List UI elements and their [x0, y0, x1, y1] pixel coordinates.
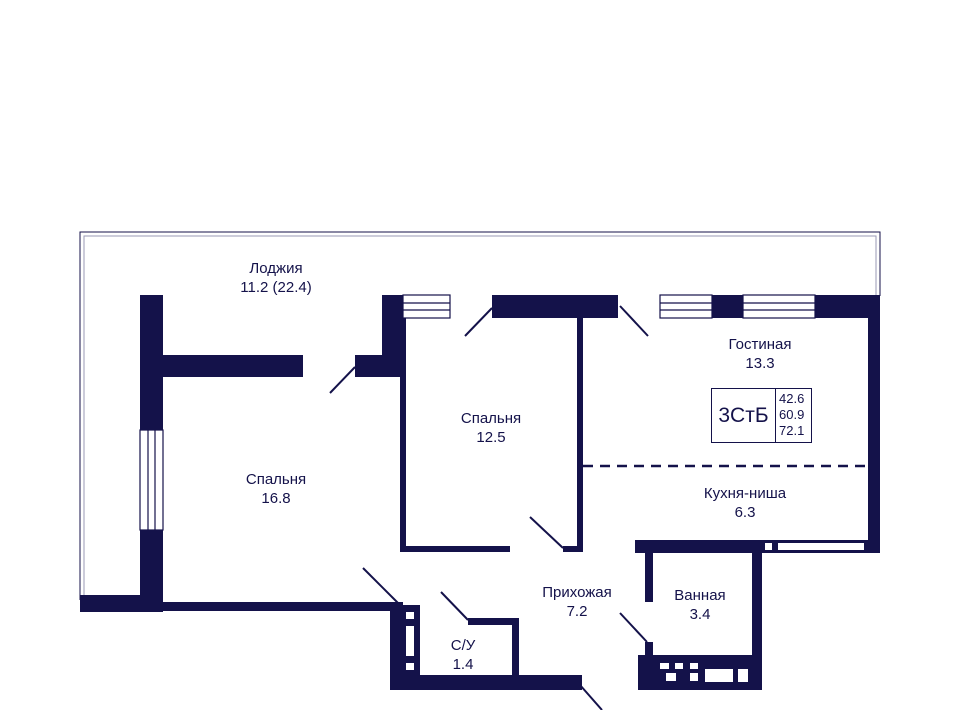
- room-kitchen: Кухня-ниша 6.3: [704, 484, 786, 522]
- room-area: 6.3: [734, 504, 756, 521]
- room-bathroom: Ванная 3.4: [674, 586, 725, 624]
- room-name: Спальня: [460, 410, 522, 427]
- room-name: Ванная: [674, 587, 726, 604]
- room-area: 12.5: [476, 429, 506, 446]
- room-name: Гостиная: [728, 336, 792, 353]
- room-area: 3.4: [689, 606, 711, 623]
- room-area: 16.8: [261, 490, 291, 507]
- apartment-code: 3СтБ: [712, 389, 776, 442]
- room-name: Прихожая: [542, 584, 612, 601]
- room-hallway: Прихожая 7.2: [542, 583, 612, 621]
- living-area: 42.6: [779, 391, 805, 406]
- room-name: Кухня-ниша: [703, 485, 787, 502]
- loggia-outline: [79, 231, 881, 600]
- room-loggia: Лоджия 11.2 (22.4): [240, 259, 311, 297]
- room-area: 11.2 (22.4): [240, 279, 312, 296]
- room-name: Спальня: [245, 471, 307, 488]
- total-area: 60.9: [779, 407, 805, 422]
- doors: [329, 305, 649, 710]
- room-bedroom-1: Спальня 12.5: [461, 409, 521, 447]
- room-area: 7.2: [566, 603, 588, 620]
- room-wc: С/У 1.4: [451, 636, 476, 674]
- room-bedroom-2: Спальня 16.8: [246, 470, 306, 508]
- room-name: С/У: [450, 637, 476, 654]
- room-area: 1.4: [452, 656, 474, 673]
- window-cutouts: [406, 543, 864, 682]
- room-area: 13.3: [745, 355, 775, 372]
- apartment-areas: 42.6 60.9 72.1: [776, 389, 811, 442]
- room-name: Лоджия: [249, 260, 303, 277]
- walls: [80, 295, 880, 690]
- area-with-loggia: 72.1: [779, 423, 805, 438]
- windows: [139, 294, 816, 531]
- room-living: Гостиная 13.3: [729, 335, 792, 373]
- apartment-badge: 3СтБ 42.6 60.9 72.1: [711, 388, 812, 443]
